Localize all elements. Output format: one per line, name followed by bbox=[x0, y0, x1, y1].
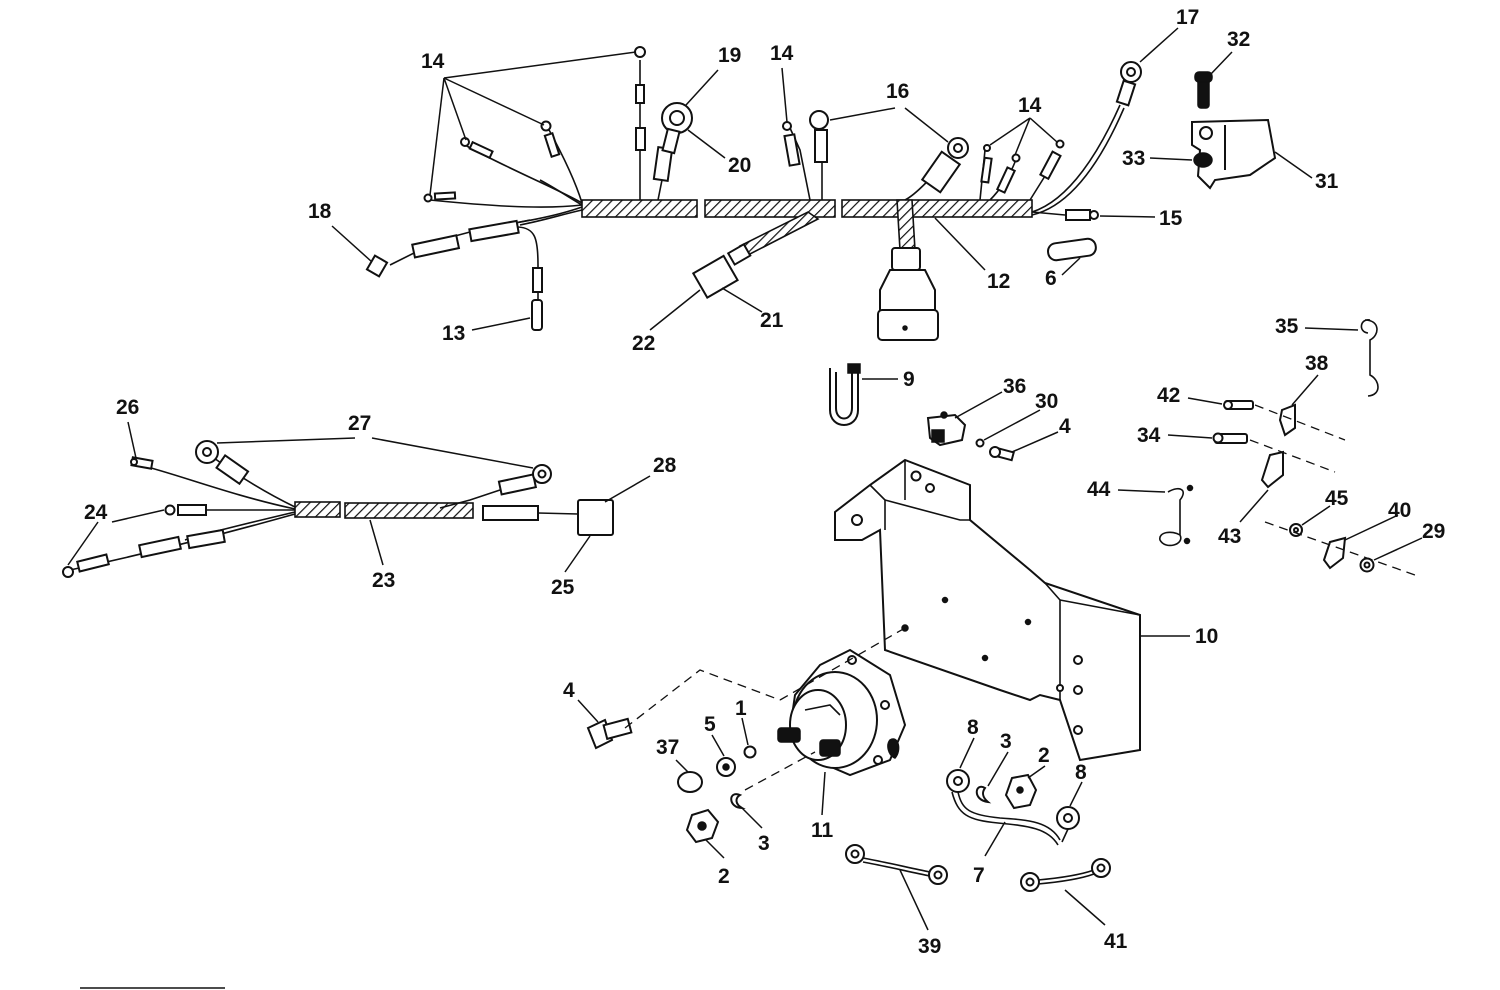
part-31-bracket bbox=[1191, 71, 1277, 190]
callout-18: 18 bbox=[308, 200, 332, 223]
callout-2-bottom: 2 bbox=[718, 865, 730, 888]
callout-6: 6 bbox=[1045, 267, 1057, 290]
callout-32: 32 bbox=[1227, 28, 1250, 51]
harness-segment-left bbox=[581, 199, 698, 218]
callout-39: 39 bbox=[918, 935, 941, 958]
callout-27: 27 bbox=[348, 412, 371, 435]
callout-8-left: 8 bbox=[967, 716, 979, 739]
part-36-connector bbox=[926, 411, 1015, 462]
harness-segment-middle bbox=[704, 199, 836, 218]
main-wiring-harness bbox=[365, 46, 1142, 341]
solenoid-hardware bbox=[586, 627, 906, 844]
callout-40: 40 bbox=[1388, 499, 1411, 522]
callout-41: 41 bbox=[1104, 930, 1128, 953]
callout-42: 42 bbox=[1157, 384, 1180, 407]
part-41-strap bbox=[1020, 858, 1111, 892]
callout-5: 5 bbox=[704, 713, 716, 736]
part-6-sleeve bbox=[1047, 237, 1097, 262]
callout-45: 45 bbox=[1325, 487, 1349, 510]
callout-31: 31 bbox=[1315, 170, 1339, 193]
callout-23: 23 bbox=[372, 569, 395, 592]
harness-segment-right bbox=[841, 199, 1033, 218]
part-9-u-clip bbox=[829, 363, 861, 426]
callout-16: 16 bbox=[886, 80, 909, 103]
callout-36: 36 bbox=[1003, 375, 1026, 398]
callout-14-right: 14 bbox=[1018, 94, 1042, 117]
callout-37: 37 bbox=[656, 736, 679, 759]
callout-17: 17 bbox=[1176, 6, 1199, 29]
callout-9: 9 bbox=[903, 368, 915, 391]
callout-14-left: 14 bbox=[421, 50, 445, 73]
callout-28: 28 bbox=[653, 454, 677, 477]
harness-branch-connector bbox=[896, 199, 916, 251]
callout-21: 21 bbox=[760, 309, 784, 332]
callout-44: 44 bbox=[1087, 478, 1111, 501]
callout-4-top: 4 bbox=[1059, 415, 1071, 438]
callout-14-middle: 14 bbox=[770, 42, 794, 65]
callout-38: 38 bbox=[1305, 352, 1329, 375]
part-39-strap bbox=[845, 844, 948, 885]
callout-11: 11 bbox=[811, 819, 834, 842]
part-7-battery-strap bbox=[946, 769, 1080, 846]
callout-25: 25 bbox=[551, 576, 575, 599]
callout-34: 34 bbox=[1137, 424, 1161, 447]
callout-4-bottom: 4 bbox=[563, 679, 575, 702]
callout-22: 22 bbox=[632, 332, 655, 355]
callout-35: 35 bbox=[1275, 315, 1299, 338]
callout-labels: 14 19 20 14 16 14 17 32 33 31 15 12 6 18… bbox=[84, 6, 1445, 958]
callout-15: 15 bbox=[1159, 207, 1183, 230]
callout-7: 7 bbox=[973, 864, 985, 887]
callout-12: 12 bbox=[987, 270, 1010, 293]
callout-19: 19 bbox=[718, 44, 741, 67]
callout-30: 30 bbox=[1035, 390, 1058, 413]
harness-23-left bbox=[294, 501, 341, 518]
leader-lines bbox=[67, 27, 1423, 931]
callout-29: 29 bbox=[1422, 520, 1445, 543]
harness-branch-plug bbox=[738, 211, 820, 256]
callout-8-right: 8 bbox=[1075, 761, 1087, 784]
callout-43: 43 bbox=[1218, 525, 1241, 548]
harness-23-middle bbox=[344, 502, 474, 519]
callout-33: 33 bbox=[1122, 147, 1145, 170]
callout-13: 13 bbox=[442, 322, 465, 345]
part-10-mounting-bracket bbox=[834, 458, 1141, 762]
callout-1: 1 bbox=[735, 697, 747, 720]
callout-24: 24 bbox=[84, 501, 108, 524]
callout-2-right: 2 bbox=[1038, 744, 1050, 767]
part-11-solenoid bbox=[777, 648, 907, 777]
callout-20: 20 bbox=[728, 154, 751, 177]
callout-26: 26 bbox=[116, 396, 139, 419]
right-small-parts bbox=[1159, 319, 1416, 576]
callout-3-right: 3 bbox=[1000, 730, 1012, 753]
callout-3-bottom: 3 bbox=[758, 832, 770, 855]
secondary-wiring-harness bbox=[62, 440, 614, 578]
callout-10: 10 bbox=[1195, 625, 1218, 648]
